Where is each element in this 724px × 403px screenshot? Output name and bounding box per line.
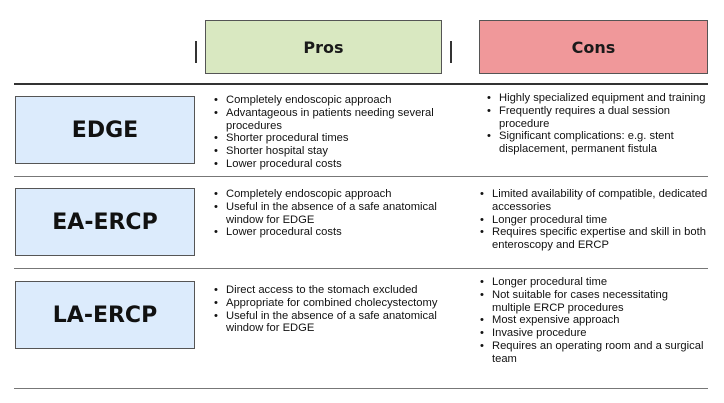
list-item: Longer procedural time bbox=[479, 276, 708, 289]
cons-header: Cons bbox=[479, 20, 708, 74]
list-item: Shorter hospital stay bbox=[213, 145, 458, 158]
row-divider bbox=[14, 268, 708, 269]
table-bottom-rule bbox=[14, 388, 708, 389]
edge-cons-list: Highly specialized equipment and trainin… bbox=[486, 92, 708, 156]
row-name-ea-ercp: EA-ERCP bbox=[15, 188, 195, 256]
la-ercp-cons-list: Longer procedural time Not suitable for … bbox=[479, 276, 708, 366]
list-item: Limited availability of compatible, dedi… bbox=[479, 188, 708, 214]
row-divider bbox=[14, 176, 708, 177]
row-name-la-ercp: LA-ERCP bbox=[15, 281, 195, 349]
edge-pros-list: Completely endoscopic approach Advantage… bbox=[213, 94, 458, 171]
pros-header: Pros bbox=[205, 20, 442, 74]
list-item: Requires an operating room and a surgica… bbox=[479, 340, 708, 366]
row-name-edge: EDGE bbox=[15, 96, 195, 164]
list-item: Longer procedural time bbox=[479, 214, 708, 227]
list-item: Requires specific expertise and skill in… bbox=[479, 226, 708, 252]
la-ercp-pros-list: Direct access to the stomach excluded Ap… bbox=[213, 284, 468, 335]
list-item: Invasive procedure bbox=[479, 327, 708, 340]
list-item: Significant complications: e.g. stent di… bbox=[486, 130, 708, 156]
header-divider-right bbox=[450, 41, 452, 63]
list-item: Advantageous in patients needing several… bbox=[213, 107, 458, 133]
ea-ercp-pros-list: Completely endoscopic approach Useful in… bbox=[213, 188, 448, 239]
list-item: Completely endoscopic approach bbox=[213, 94, 458, 107]
header-rule bbox=[14, 83, 708, 85]
list-item: Direct access to the stomach excluded bbox=[213, 284, 468, 297]
list-item: Not suitable for cases necessitating mul… bbox=[479, 289, 708, 315]
list-item: Lower procedural costs bbox=[213, 158, 458, 171]
list-item: Useful in the absence of a safe anatomic… bbox=[213, 201, 448, 227]
list-item: Frequently requires a dual session proce… bbox=[486, 105, 708, 131]
list-item: Useful in the absence of a safe anatomic… bbox=[213, 310, 468, 336]
list-item: Appropriate for combined cholecystectomy bbox=[213, 297, 468, 310]
list-item: Most expensive approach bbox=[479, 314, 708, 327]
list-item: Highly specialized equipment and trainin… bbox=[486, 92, 708, 105]
ea-ercp-cons-list: Limited availability of compatible, dedi… bbox=[479, 188, 708, 252]
list-item: Shorter procedural times bbox=[213, 132, 458, 145]
list-item: Lower procedural costs bbox=[213, 226, 448, 239]
header-divider-left bbox=[195, 41, 197, 63]
list-item: Completely endoscopic approach bbox=[213, 188, 448, 201]
